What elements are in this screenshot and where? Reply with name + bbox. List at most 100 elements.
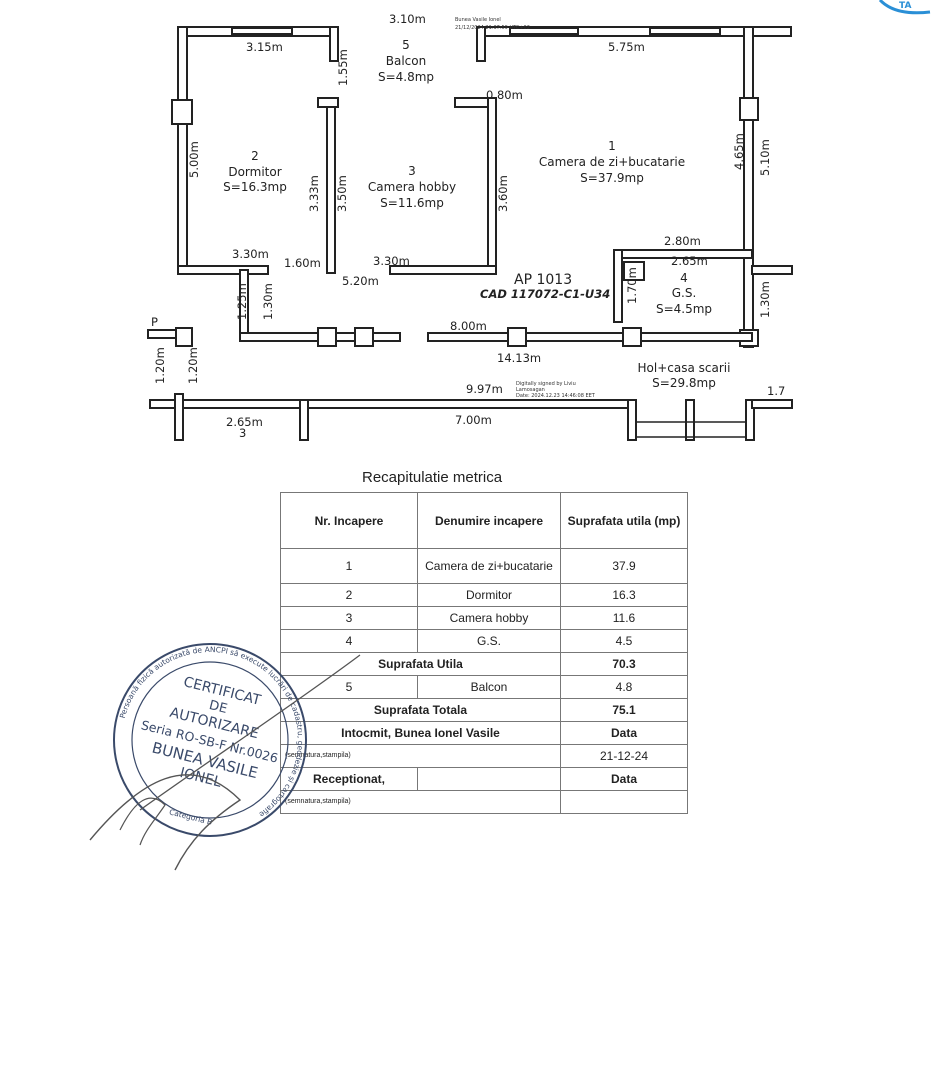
room1-name: Camera de zi+bucatarie: [539, 155, 685, 169]
header-name: Denumire incapere: [417, 492, 561, 549]
table-title: Recapitulatie metrica: [362, 469, 503, 486]
signature-date: 21/12/2024 21:37:59 UTC+02: [455, 25, 530, 31]
dim-800: 8.00m: [450, 319, 487, 333]
received-sign-blank: [417, 790, 561, 814]
wall-bedroom-bottom: [177, 265, 269, 275]
dim-170: 1.70m: [625, 267, 639, 304]
dim-700: 7.00m: [455, 413, 492, 427]
room2-nr: 2: [251, 149, 259, 163]
window-top-far: [649, 27, 721, 35]
table-row: 3 Camera hobby 11.6: [280, 606, 688, 630]
room5-area: S=4.8mp: [378, 70, 434, 84]
wall-bottom-right-b: [685, 399, 695, 441]
date-value: 21-12-24: [560, 744, 688, 768]
dim-330-left: 3.30m: [232, 247, 269, 261]
dim-350: 3.50m: [335, 175, 349, 212]
header-nr: Nr. Incapere: [280, 492, 418, 549]
hall-name: Hol+casa scarii: [638, 361, 731, 375]
date-label-2: Data: [560, 767, 688, 791]
row-name: G.S.: [417, 629, 561, 653]
wall-bottom-left: [149, 399, 306, 409]
row-name: Camera de zi+bucatarie: [417, 548, 561, 584]
room2-area: S=16.3mp: [223, 180, 287, 194]
balcony-row: 5 Balcon 4.8: [280, 675, 688, 699]
wall-left: [177, 26, 188, 270]
header-area: Suprafata utila (mp): [560, 492, 688, 549]
recap-table: Nr. Incapere Denumire incapere Suprafata…: [280, 492, 688, 814]
window-bath: [623, 261, 645, 281]
received-sign-row: (semnatura,stampila): [280, 790, 688, 814]
room3-area: S=11.6mp: [380, 196, 444, 210]
table-row: 1 Camera de zi+bucatarie 37.9: [280, 548, 688, 584]
signature-stroke-1: [89, 774, 242, 871]
dim-120-a: 1.20m: [153, 347, 167, 384]
date-label: Data: [560, 721, 688, 745]
row-name: Camera hobby: [417, 606, 561, 630]
stamp-line2: DE: [207, 698, 228, 717]
dim-997: 9.97m: [466, 382, 503, 396]
room1-nr: 1: [608, 139, 616, 153]
letter-p: P: [151, 315, 158, 329]
dim-360: 3.60m: [496, 175, 510, 212]
stamp-outer-ring: [113, 643, 307, 837]
pillar-3: [507, 327, 527, 347]
dim-510: 5.10m: [758, 139, 772, 176]
dim-balcony-wall: 1.55m: [336, 49, 350, 86]
useful-area-row: Suprafata Utila 70.3: [280, 652, 688, 676]
pillar-far-left: [175, 327, 193, 347]
window-top-left: [231, 27, 293, 35]
stamp-inner-ring: [131, 661, 289, 819]
dim-130-right: 1.30m: [758, 281, 772, 318]
received-blank: [417, 767, 561, 791]
dim-520: 5.20m: [342, 274, 379, 288]
wall-bottom-center: [299, 399, 635, 409]
total-area-value: 75.1: [560, 698, 688, 722]
stamp-category: Categoria B: [168, 807, 213, 826]
digital-sig-note: Digitally signed by Liviu: [516, 381, 576, 387]
wall-balcony-right: [476, 26, 486, 62]
room5-nr: 5: [402, 38, 410, 52]
row-nr: 2: [280, 583, 418, 607]
author-label: Intocmit, Bunea Ionel Vasile: [280, 721, 561, 745]
room4-area: S=4.5mp: [656, 302, 712, 316]
hall-area: S=29.8mp: [652, 376, 716, 390]
room4-nr: 4: [680, 271, 688, 285]
dim-125: 1.25m: [235, 283, 249, 320]
wall-balcony-left: [329, 26, 339, 62]
pillar-1: [317, 327, 337, 347]
received-row: Receptionat, Data: [280, 767, 688, 791]
author-sign-blank: [417, 744, 561, 768]
corner-logo-text: TA: [899, 1, 911, 11]
dim-120-b: 1.20m: [186, 347, 200, 384]
pillar-4: [622, 327, 642, 347]
wall-hall-bottom-right: [427, 332, 753, 342]
wall-bottom-right-a: [627, 399, 637, 441]
table-header-row: Nr. Incapere Denumire incapere Suprafata…: [280, 492, 688, 549]
dim-bedroom-left: 5.00m: [187, 141, 201, 178]
dim-280: 2.80m: [664, 234, 701, 248]
window-right: [739, 97, 759, 121]
digital-sig-date: Date: 2024.12.23 14:46:08 EET: [516, 393, 596, 399]
room1-area: S=37.9mp: [580, 171, 644, 185]
digital-sig-note2: Lamosagan: [516, 387, 545, 393]
row-area: 16.3: [560, 583, 688, 607]
row-area: 4.5: [560, 629, 688, 653]
row-area: 11.6: [560, 606, 688, 630]
balcony-area: 4.8: [560, 675, 688, 699]
wall-bottom-stub: [174, 393, 184, 441]
row-area: 37.9: [560, 548, 688, 584]
wall-bottom-right-c: [745, 399, 755, 441]
room5-name: Balcon: [386, 54, 426, 68]
dim-265: 2.65m: [671, 254, 708, 268]
row-nr: 4: [280, 629, 418, 653]
dim-130-left: 1.30m: [261, 283, 275, 320]
signature-stroke-3: [119, 797, 166, 846]
row-nr: 3: [280, 606, 418, 630]
corner-logo-arc: [878, 0, 931, 15]
wall-room3-bottom: [389, 265, 497, 275]
dim-bedroom-top: 3.15m: [246, 40, 283, 54]
dim-265-bottom: 2.65m: [226, 415, 263, 429]
dim-333: 3.33m: [307, 175, 321, 212]
room3-nr: 3: [408, 164, 416, 178]
apartment-label: AP 1013: [514, 272, 572, 288]
